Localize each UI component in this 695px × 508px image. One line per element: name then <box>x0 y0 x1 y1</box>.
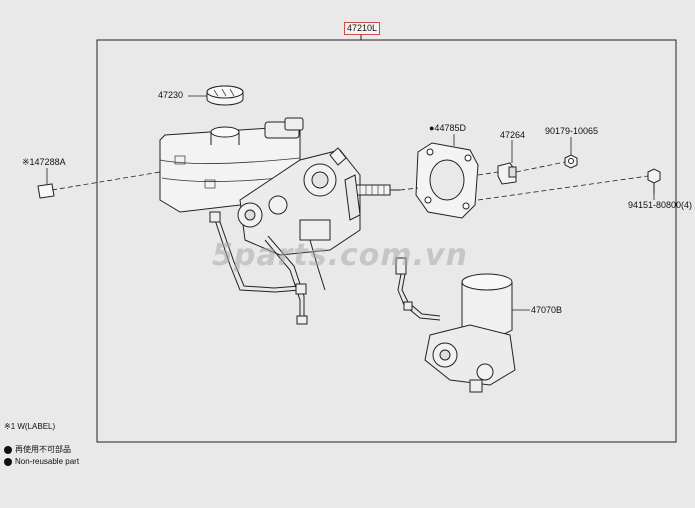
label-part-label: ※147288A <box>22 157 66 167</box>
label-note: ※1 W(LABEL) <box>4 422 56 431</box>
assembly-frame <box>96 39 677 443</box>
bolt-drawing <box>647 168 661 194</box>
pump-motor-label: 47070B <box>531 305 563 315</box>
bracket-drawing <box>497 162 517 185</box>
brake-lines <box>209 211 326 325</box>
nonreusable-bullet-icon <box>4 446 12 454</box>
label-sticker-drawing <box>37 183 55 199</box>
bracket-label: 47264 <box>500 130 526 140</box>
nonreusable-en-note: Non-reusable part <box>15 457 80 466</box>
pump-motor-drawing <box>424 273 516 393</box>
nonreusable-bullet-icon <box>4 458 12 466</box>
assembly-part-label: 47210L <box>344 22 381 35</box>
reservoir-cap-label: 47230 <box>158 90 184 100</box>
nonreusable-jp-note: 再使用不可部品 <box>15 445 71 454</box>
gasket-label: ●44785D <box>429 123 466 133</box>
nut-label: 90179-10065 <box>545 126 599 136</box>
gasket-drawing <box>415 142 479 219</box>
pump-wiring <box>395 257 441 321</box>
brake-booster-body <box>237 147 400 256</box>
bolt-label: 94151-80800(4) <box>628 200 693 210</box>
nut-drawing <box>564 154 578 169</box>
reservoir-cap-drawing <box>206 85 244 106</box>
watermark-text: 5parts.com.vn <box>212 238 468 273</box>
